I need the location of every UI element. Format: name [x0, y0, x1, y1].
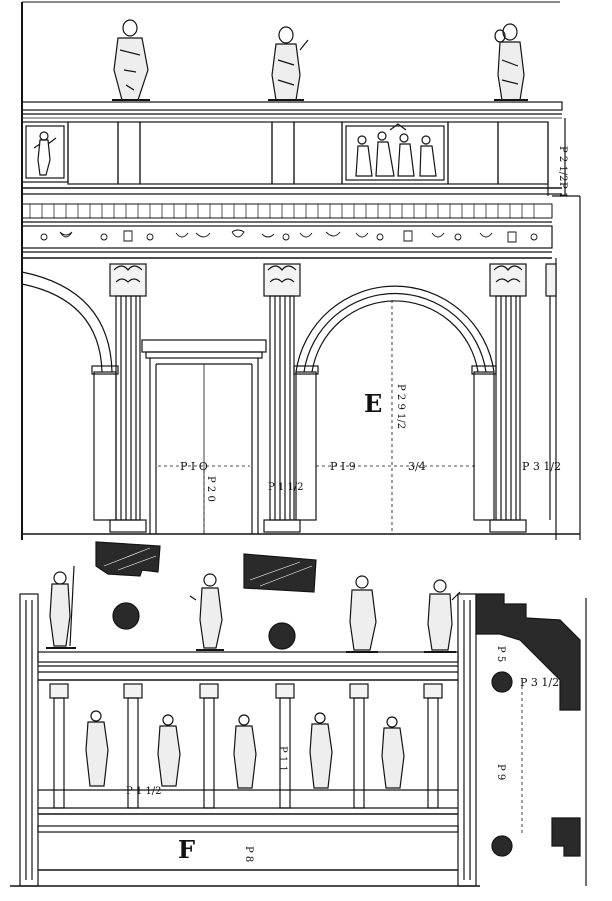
- arch-width-label: P I 9: [330, 460, 356, 473]
- attic-relief-figure-left: [33, 131, 57, 176]
- frieze-height-label: P 1: [557, 182, 568, 198]
- pedestal-mark-label: P 1 1/2: [126, 786, 162, 797]
- sphere-2: [268, 622, 296, 650]
- arch-right: [295, 285, 495, 373]
- lower-columns: [49, 683, 443, 809]
- arch-width-fraction: 3/4: [408, 460, 426, 473]
- frieze-ornaments: [40, 229, 538, 243]
- upper-elevation: [21, 1, 581, 540]
- door-height-label: P 2 0: [205, 476, 216, 502]
- column-1: [109, 263, 147, 533]
- base-mark-label: P 8: [243, 846, 254, 862]
- section-letter-f: F: [178, 835, 195, 864]
- cut-stone-1: [95, 541, 161, 577]
- roof-statue-right: [494, 23, 528, 101]
- niche-statues: [85, 710, 405, 789]
- roof-statue-center: [268, 26, 309, 101]
- column-3: [489, 263, 527, 533]
- wall-height-upper-label: P 5: [495, 646, 506, 662]
- niche-height-label: P 1 1: [277, 746, 288, 772]
- arch-height-label: P 2 9 1/2: [395, 384, 406, 429]
- wall-section: [475, 593, 587, 886]
- wall-height-lower-label: P 9: [495, 764, 506, 780]
- cut-stone-2: [243, 553, 317, 593]
- attic-height-label: P 2 1/2: [557, 146, 568, 182]
- section-letter-e: E: [364, 389, 382, 418]
- attic-relief-scene: [355, 123, 437, 177]
- sphere-1: [112, 602, 140, 630]
- roof-statue-left: [112, 19, 150, 101]
- column-4-partial: [545, 263, 557, 520]
- lower-roof-statue-4: [424, 579, 461, 653]
- lower-roof-statue-1: [46, 565, 76, 649]
- lower-roof-statue-3: [346, 575, 378, 653]
- lower-roof-statue-2: [189, 573, 224, 651]
- column-width-label-lower: P 3 1/2: [520, 676, 559, 689]
- arch-left: [21, 271, 113, 373]
- column-2: [263, 263, 301, 533]
- lower-elevation: [10, 541, 587, 887]
- door-width-label: P I O: [180, 460, 208, 473]
- doorway: [141, 339, 267, 534]
- impost-mark-label: P 1 1/2: [268, 482, 304, 493]
- column-width-label-upper: P 3 1/2: [522, 460, 561, 473]
